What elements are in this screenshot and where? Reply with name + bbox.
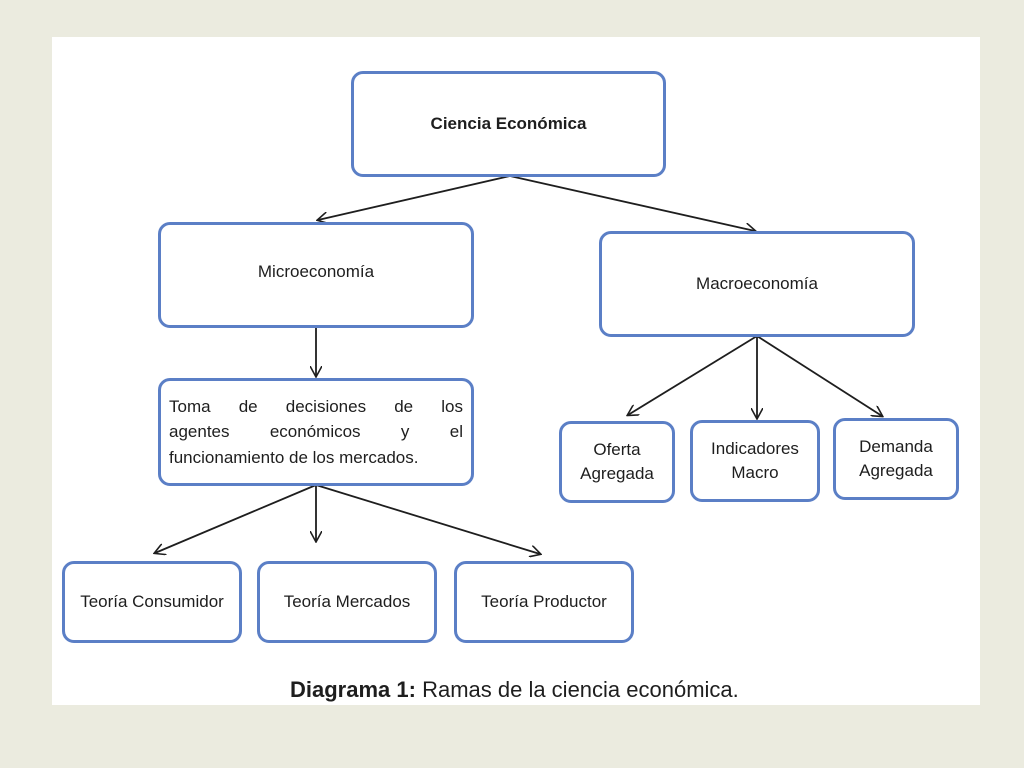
caption-label: Diagrama 1: — [290, 677, 416, 702]
node-ciencia-economica: Ciencia Económica — [351, 71, 666, 177]
node-demanda-agregada: Demanda Agregada — [833, 418, 959, 500]
diagram-caption: Diagrama 1: Ramas de la ciencia económic… — [290, 677, 739, 703]
node-microeconomia: Microeconomía — [158, 222, 474, 328]
node-teoria-consumidor: Teoría Consumidor — [62, 561, 242, 643]
node-indicadores-macro: Indicadores Macro — [690, 420, 820, 502]
node-macroeconomia: Macroeconomía — [599, 231, 915, 337]
node-toma-de-decisiones: Toma de decisiones de los agentes económ… — [158, 378, 474, 486]
caption-text: Ramas de la ciencia económica. — [415, 677, 739, 702]
node-teoria-productor: Teoría Productor — [454, 561, 634, 643]
node-oferta-agregada: Oferta Agregada — [559, 421, 675, 503]
node-teoria-mercados: Teoría Mercados — [257, 561, 437, 643]
